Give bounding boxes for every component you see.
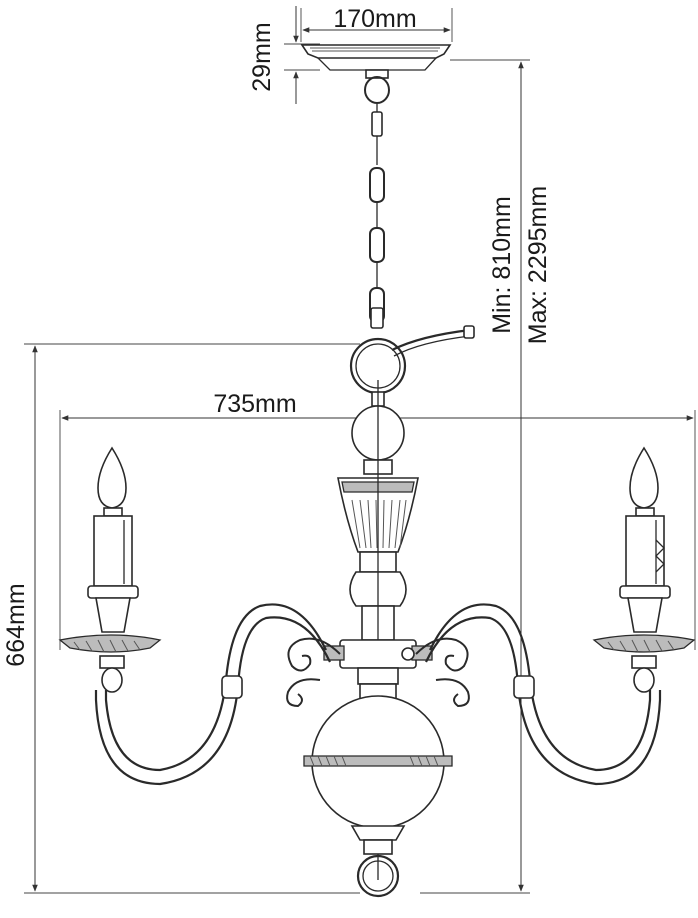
bottom-finial xyxy=(350,825,406,898)
right-scroll-ornament xyxy=(415,637,470,708)
suspension-chain xyxy=(364,76,390,329)
body-height-label: 664mm xyxy=(2,583,30,666)
central-stem xyxy=(337,380,419,880)
arm-hub xyxy=(323,639,433,685)
left-scroll-ornament xyxy=(286,637,341,708)
right-arm xyxy=(425,603,662,786)
overall-width-label: 735mm xyxy=(213,390,296,418)
body-height-dimension: 664mm xyxy=(2,343,360,894)
left-arm xyxy=(94,603,331,786)
canopy-width-dimension: 170mm xyxy=(300,5,453,42)
drop-max-label: Max: 2295mm xyxy=(524,186,552,344)
sphere-body xyxy=(303,683,453,829)
left-candle xyxy=(58,446,162,693)
drop-dimension: Min: 810mm Max: 2295mm xyxy=(420,59,552,894)
ceiling-canopy xyxy=(300,44,452,79)
drop-min-label: Min: 810mm xyxy=(488,196,516,334)
right-candle xyxy=(592,446,696,693)
canopy-height-label: 29mm xyxy=(248,22,276,91)
canopy-width-label: 170mm xyxy=(333,5,416,33)
top-ring-and-cable xyxy=(349,325,475,395)
canopy-height-dimension: 29mm xyxy=(248,6,320,104)
